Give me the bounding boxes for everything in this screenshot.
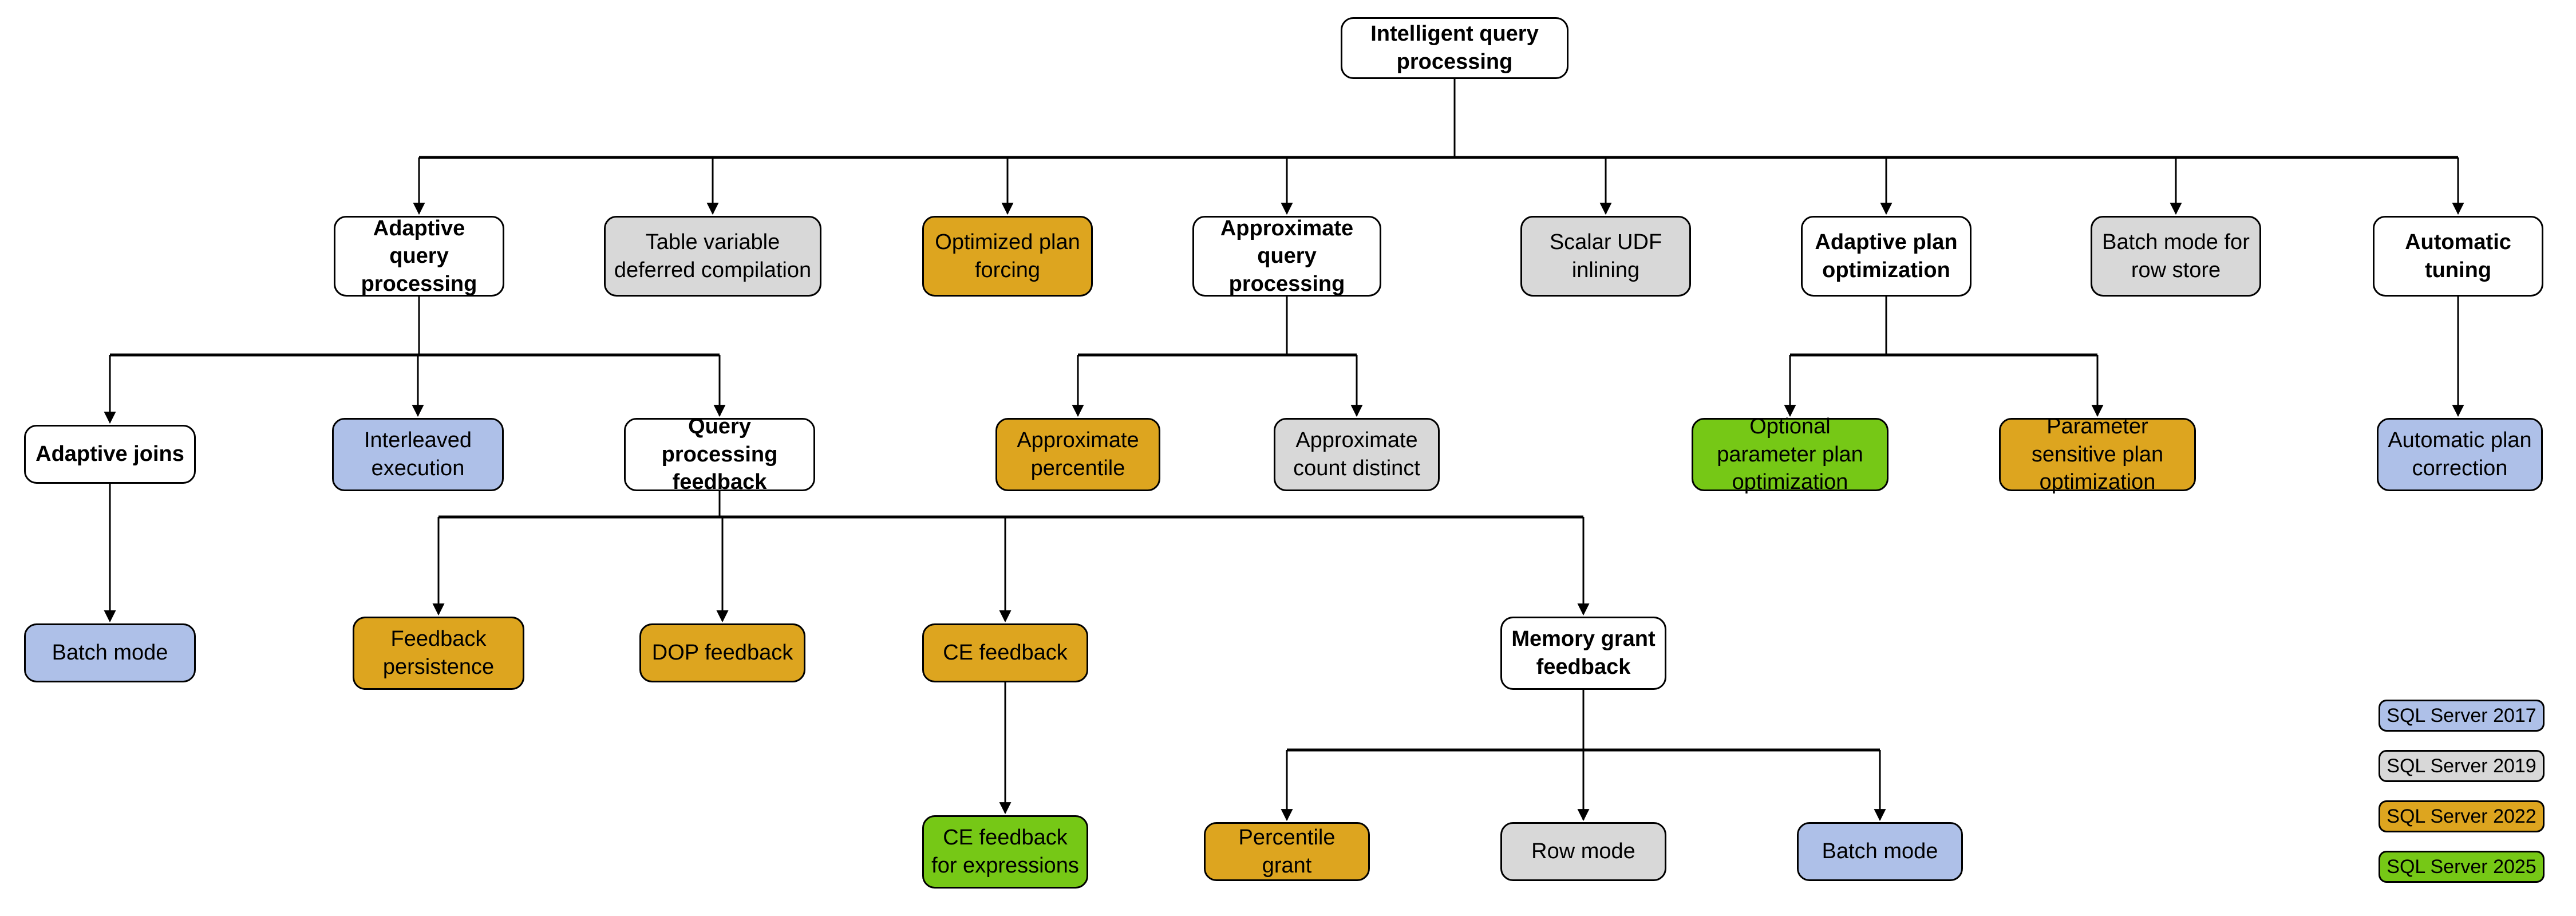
legend-item-sql-server-2017: SQL Server 2017	[2379, 700, 2545, 732]
node-psp[interactable]: Parameter sensitive plan optimization	[1999, 414, 2196, 494]
node-qpf[interactable]: Query processing feedback	[624, 414, 815, 494]
node-cefeedbackexpr[interactable]: CE feedback for expressions	[922, 815, 1088, 889]
node-interleaved[interactable]: Interleaved execution	[332, 418, 504, 491]
legend-item-sql-server-2019: SQL Server 2019	[2379, 750, 2545, 782]
legend-item-sql-server-2025: SQL Server 2025	[2379, 851, 2545, 883]
legend-item-sql-server-2022: SQL Server 2022	[2379, 800, 2545, 832]
node-oppo[interactable]: Optional parameter plan optimization	[1692, 414, 1888, 494]
node-tvdc[interactable]: Table variable deferred compilation	[604, 216, 821, 297]
node-dopfeedback[interactable]: DOP feedback	[639, 623, 805, 682]
node-cefeedback[interactable]: CE feedback	[922, 623, 1088, 682]
node-feedbackpersist[interactable]: Feedback persistence	[353, 617, 524, 690]
node-sudf[interactable]: Scalar UDF inlining	[1520, 216, 1691, 297]
node-root[interactable]: Intelligent query processing	[1341, 17, 1568, 79]
node-aqp[interactable]: Adaptive query processing	[334, 216, 504, 297]
node-bmrs[interactable]: Batch mode for row store	[2091, 216, 2261, 297]
node-memgrant[interactable]: Memory grant feedback	[1500, 617, 1666, 690]
node-approxpct[interactable]: Approximate percentile	[995, 418, 1160, 491]
node-approxcount[interactable]: Approximate count distinct	[1274, 418, 1440, 491]
node-batchmode1[interactable]: Batch mode	[24, 623, 196, 682]
node-percentilegrant[interactable]: Percentile grant	[1204, 822, 1370, 881]
node-autotune[interactable]: Automatic tuning	[2373, 216, 2543, 297]
node-adaptivejoins[interactable]: Adaptive joins	[24, 425, 196, 484]
node-rowmode[interactable]: Row mode	[1500, 822, 1666, 881]
node-apo[interactable]: Adaptive plan optimization	[1801, 216, 1971, 297]
node-apc[interactable]: Automatic plan correction	[2377, 418, 2543, 491]
node-opf[interactable]: Optimized plan forcing	[922, 216, 1093, 297]
node-apq[interactable]: Approximate query processing	[1192, 216, 1381, 297]
node-batchmode2[interactable]: Batch mode	[1797, 822, 1963, 881]
